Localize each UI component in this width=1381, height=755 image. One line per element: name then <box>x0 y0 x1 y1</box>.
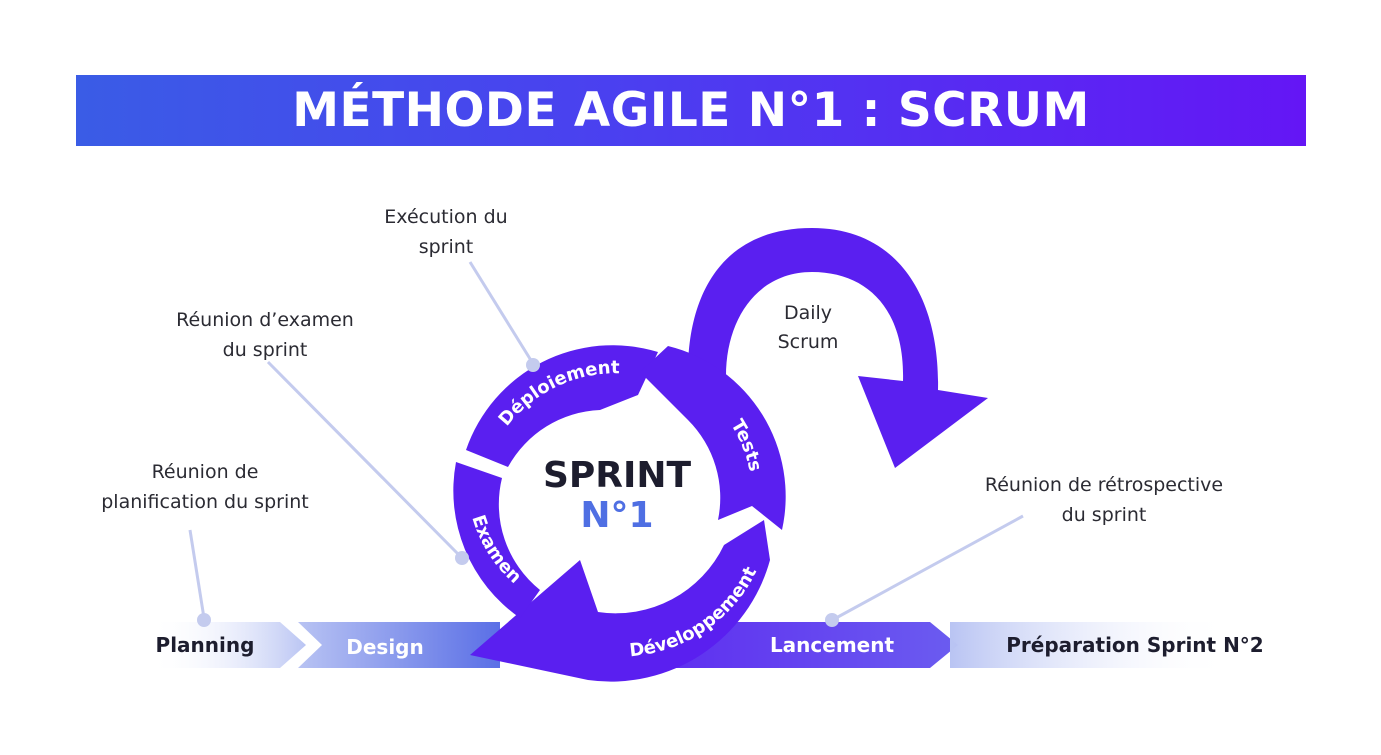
daily-scrum-line1: Daily <box>784 302 832 324</box>
callout-examen-line1: Réunion d’examen <box>176 309 354 331</box>
center-number-label: N°1 <box>580 495 653 536</box>
ring-segment-deploiement <box>466 345 658 467</box>
timeline-label-design: Design <box>346 635 423 659</box>
chevron-design <box>298 622 500 668</box>
callout-execution-line1: Exécution du <box>384 206 507 228</box>
daily-scrum-loop <box>688 228 988 468</box>
leader-dot-retrospective <box>825 613 839 627</box>
leader-dot-examen <box>455 551 469 565</box>
ring-segment-tests <box>640 346 786 530</box>
leader-examen <box>266 360 462 558</box>
loop-arrow <box>688 228 988 468</box>
timeline-label-planning: Planning <box>156 633 255 657</box>
center-sprint-label: SPRINT <box>543 455 692 496</box>
page-title: MÉTHODE AGILE N°1 : SCRUM <box>292 83 1090 138</box>
callout-planification-line1: Réunion de <box>152 461 259 483</box>
callout-retrospective-line1: Réunion de rétrospective <box>985 474 1223 496</box>
leader-execution <box>468 261 534 363</box>
timeline-label-preparation: Préparation Sprint N°2 <box>1006 633 1263 657</box>
callout-examen-line2: du sprint <box>223 339 308 361</box>
title-banner: MÉTHODE AGILE N°1 : SCRUM <box>76 75 1306 146</box>
daily-scrum-line2: Scrum <box>778 331 839 353</box>
ring-segment-examen <box>453 462 540 618</box>
timeline-label-lancement: Lancement <box>770 633 895 657</box>
leader-dot-planification <box>197 613 211 627</box>
leader-retrospective <box>835 514 1024 620</box>
sprint-ring <box>453 345 786 682</box>
ring-segment-developpement <box>470 520 770 682</box>
callout-planification-line2: planification du sprint <box>101 491 308 513</box>
chevron-planning <box>150 622 306 668</box>
callout-execution-line2: sprint <box>419 236 474 258</box>
callout-retrospective-line2: du sprint <box>1062 504 1147 526</box>
leader-planification <box>188 529 206 619</box>
chevron-preparation <box>950 622 1232 668</box>
leader-dot-execution <box>526 358 540 372</box>
callout-leaders <box>188 261 1024 627</box>
